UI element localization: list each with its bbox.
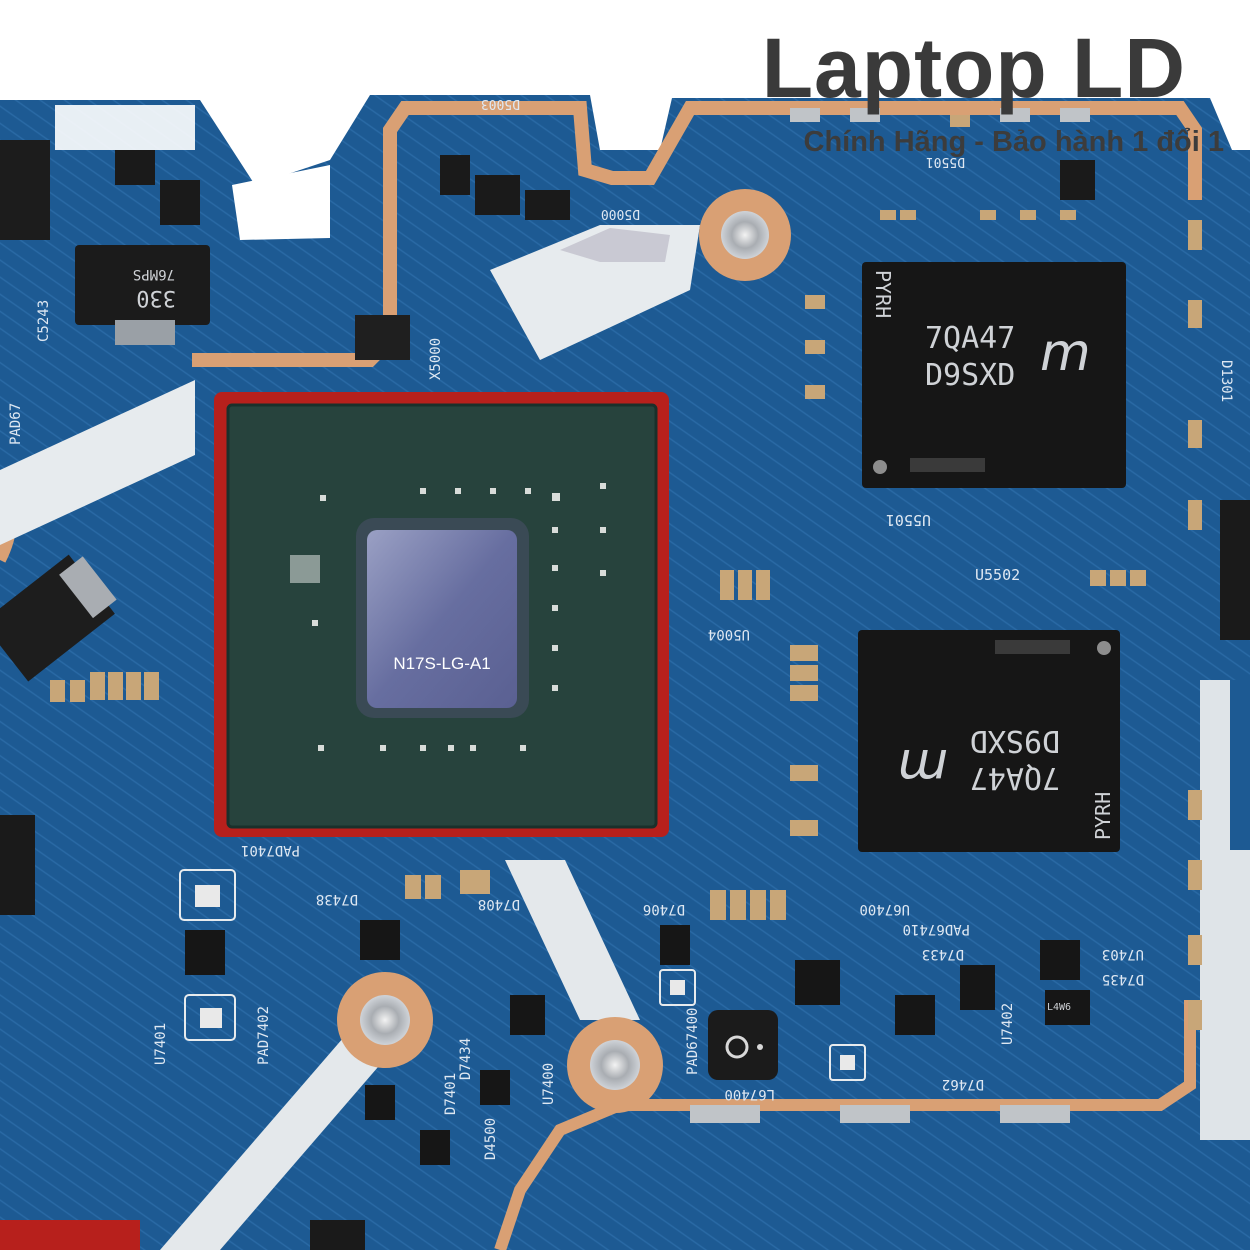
shop-watermark: Laptop LD Chính Hãng - Bảo hành 1 đổi 1	[761, 21, 1224, 159]
silk-u7400: U7400	[541, 1063, 557, 1105]
silk-u7401: U7401	[153, 1023, 169, 1065]
mounting-hole	[337, 972, 433, 1068]
silk-d7434: D7434	[458, 1038, 474, 1080]
silk-pad7402: PAD7402	[256, 1006, 272, 1065]
micron-logo-2: m	[897, 737, 948, 797]
chip-l4w6: L4W6	[1047, 1002, 1071, 1013]
silk-d4500: D4500	[483, 1118, 499, 1160]
silk-c5243: C5243	[36, 300, 52, 342]
vram-chip-2	[858, 630, 1120, 852]
chip-330: 330	[136, 285, 176, 310]
silk-pad67400: PAD67400	[685, 1008, 701, 1075]
vram1-line1: 7QA47	[925, 321, 1015, 356]
vram-chip-1	[862, 262, 1126, 488]
watermark-tagline: Chính Hãng - Bảo hành 1 đổi 1	[803, 126, 1225, 158]
silk-x5000: X5000	[428, 338, 444, 380]
silk-u5501: U5501	[886, 511, 931, 529]
silk-d1301: D1301	[1218, 360, 1234, 402]
silk-d7435: D7435	[1102, 971, 1144, 987]
silk-d7433: D7433	[922, 946, 964, 962]
silk-u7403: U7403	[1102, 946, 1144, 962]
silk-pad67: PAD67	[8, 403, 24, 445]
watermark-brand: Laptop LD	[761, 21, 1186, 115]
silk-l67400: L67400	[724, 1086, 775, 1102]
vram2-side: PYRH	[1091, 792, 1115, 840]
silk-d5000: D5000	[601, 206, 640, 221]
silk-d7401: D7401	[443, 1073, 459, 1115]
silk-d7462: D7462	[942, 1076, 984, 1092]
mounting-hole	[567, 1017, 663, 1113]
silk-d7408: D7408	[478, 896, 520, 912]
silk-d5003: D5003	[481, 96, 520, 111]
die-marking: N17S-LG-A1	[393, 654, 490, 673]
silk-u5004: U5004	[708, 626, 750, 642]
vram1-side: PYRH	[871, 270, 895, 318]
silk-pad7401: PAD7401	[241, 842, 300, 858]
vram1-line2: D9SXD	[925, 358, 1015, 393]
silk-pad67410: PAD67410	[903, 921, 970, 937]
vram2-line1: 7QA47	[970, 760, 1060, 795]
silk-d7438: D7438	[316, 891, 358, 907]
micron-logo-1: m	[1040, 323, 1091, 383]
gpu-die	[367, 530, 517, 708]
silk-u5502: U5502	[975, 566, 1020, 584]
chip-76mps: 76MPS	[133, 266, 175, 282]
inductor	[708, 1010, 778, 1080]
silk-d5501: D5501	[926, 154, 965, 169]
mounting-hole	[699, 189, 791, 281]
mosfet-chip	[75, 245, 210, 325]
silk-d7406: D7406	[643, 901, 685, 917]
silkscreen-band	[0, 380, 195, 545]
vram2-line2: D9SXD	[970, 723, 1060, 758]
silk-u67400: U67400	[859, 901, 910, 917]
silk-u7402: U7402	[1000, 1003, 1016, 1045]
